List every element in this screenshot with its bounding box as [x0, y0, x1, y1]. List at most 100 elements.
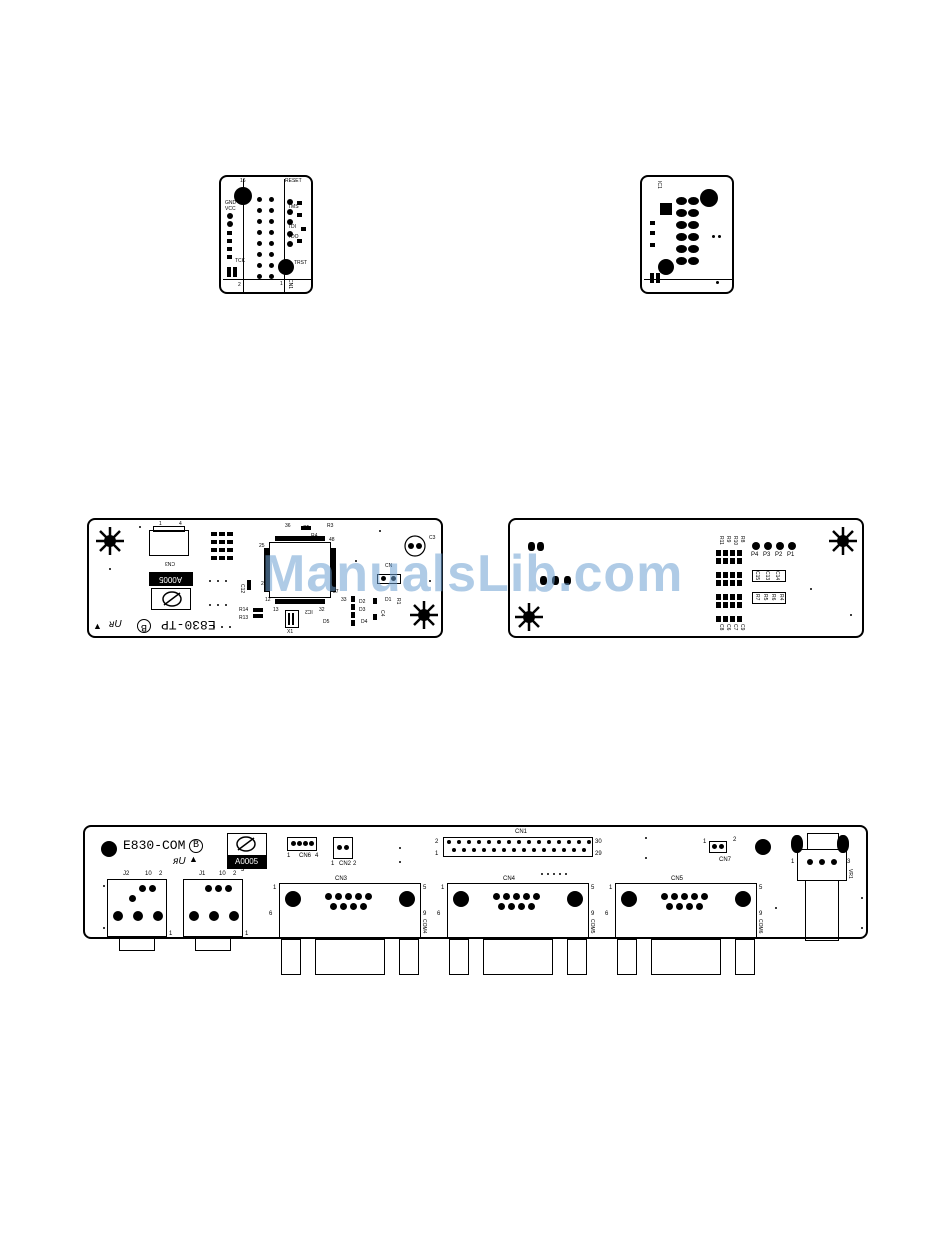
cn2-connector	[333, 837, 353, 859]
cn1-pin	[572, 848, 576, 852]
cn5-com-label: COM6	[757, 919, 763, 934]
cn1-pin	[567, 840, 571, 844]
part-r3: R3	[327, 523, 334, 529]
cn1-pin	[487, 840, 491, 844]
cn3-com-label: COM4	[421, 919, 427, 934]
c3-label: C3	[429, 535, 436, 541]
j2-pin-2: 2	[159, 871, 163, 877]
jtag-label-vcc: VCC	[225, 206, 236, 212]
part-c12: C12	[239, 584, 245, 594]
pin-32-label: 32	[319, 607, 325, 613]
cn3-pin-5: 5	[423, 885, 427, 891]
cn5-pin-9: 9	[759, 911, 763, 917]
tp-rev-text: B	[141, 621, 148, 632]
pin-36-label: 36	[285, 523, 291, 529]
code-badge-text: A0005	[159, 575, 183, 584]
cn3-pin-1: 1	[273, 885, 277, 891]
recycle-mark	[151, 588, 191, 610]
serial-port-cn3: CN3 1 5 6 9 COM4	[269, 876, 427, 983]
tp-rev: B	[137, 619, 151, 633]
part-c4: C4	[379, 610, 385, 617]
cn1-pin-2: 2	[435, 839, 439, 845]
part-r4: R4	[311, 533, 318, 539]
part-d1: D1	[385, 597, 392, 603]
cap-c15: C15	[754, 571, 760, 581]
serial-port-cn4: CN4 1 5 6 9 COM5	[437, 876, 595, 983]
cap-c8: C8	[718, 624, 724, 631]
com-board: E830-COM B ᴙU ▲ A0005 CN6 1 4 CN2 1 2 CN…	[83, 825, 868, 975]
ul-mark-icon: ᴚU	[109, 619, 122, 630]
ic1-label: IC1	[656, 181, 662, 189]
cn1-connector	[443, 837, 593, 857]
cap-c9: C9	[739, 624, 745, 631]
resistor-pad-grid	[716, 550, 746, 626]
cn6-pin-1: 1	[287, 853, 291, 859]
vr1-pin-3: 3	[847, 859, 851, 865]
cn1-pin	[552, 848, 556, 852]
ic1-chip	[660, 203, 672, 215]
res-r10: R10	[732, 536, 738, 546]
triangle-icon: ▲	[189, 854, 198, 864]
vr1-pin-1: 1	[791, 859, 795, 865]
cn1-pin	[457, 840, 461, 844]
cap-label-box	[752, 570, 786, 582]
test-point-p2	[776, 542, 784, 550]
res-r9: R9	[725, 536, 731, 543]
cn1-pin	[587, 840, 591, 844]
jtag-label-cn1: CN1	[287, 279, 293, 290]
tp-label-p4: P4	[751, 552, 759, 558]
cn6-pin-4: 4	[315, 853, 319, 859]
mounting-hole	[700, 189, 718, 207]
cn1-pin	[492, 848, 496, 852]
jtag-label-tms: TMS	[288, 204, 299, 210]
tp-label-p3: P3	[763, 552, 771, 558]
vr1-label: VR1	[847, 869, 853, 879]
cn2-label: CN2	[339, 861, 352, 867]
cn1-pin	[577, 840, 581, 844]
ic2-pins-top	[275, 536, 325, 541]
res-r5: R5	[762, 594, 768, 601]
resistor-array	[211, 532, 239, 568]
cn1-pin	[582, 848, 586, 852]
cn4-pin-6: 6	[437, 911, 441, 917]
pin-37-label: 37	[333, 589, 339, 595]
res-r6: R6	[770, 594, 776, 601]
j2-pin-1: 1	[169, 931, 173, 937]
j2-pin-10: 10	[145, 871, 152, 877]
res-r4: R4	[778, 594, 784, 601]
cn3-connector	[149, 530, 189, 556]
jtag-label-tdi: TDI	[288, 224, 297, 230]
cn-small-label: CN	[385, 563, 393, 569]
ic2-outline	[269, 542, 331, 598]
cn1-pin	[527, 840, 531, 844]
cn1-pin	[512, 848, 516, 852]
cn1-pin	[482, 848, 486, 852]
cn4-port-label: CN4	[503, 876, 516, 882]
cap-c6: C6	[725, 624, 731, 631]
cn4-pin-9: 9	[591, 911, 595, 917]
cn6-connector	[287, 837, 317, 851]
tp-label-p1: P1	[787, 552, 795, 558]
test-point-p1	[788, 542, 796, 550]
mounting-hole	[278, 259, 294, 275]
ic2-pins-right	[331, 548, 336, 592]
jtag-label-tck: TCK	[235, 258, 245, 264]
cn1-pin	[467, 840, 471, 844]
cn-small-connector	[377, 574, 401, 584]
cn1-pin	[497, 840, 501, 844]
pb-free-icon	[162, 591, 182, 607]
cn3-pin-9: 9	[423, 911, 427, 917]
pin-13-label: 13	[273, 607, 279, 613]
jtag-label-16: 16	[240, 178, 246, 184]
pin-33-label: 33	[341, 597, 347, 603]
triangle-icon: ▲	[93, 621, 102, 631]
cn1-pin	[472, 848, 476, 852]
cn1-pin-29: 29	[595, 851, 602, 857]
cn1-pin	[532, 848, 536, 852]
code-badge	[227, 855, 267, 869]
tp-board-front: CN3 1 4 A0005 IC2 48 25 24 37 36 13 12 3…	[87, 518, 443, 638]
cn5-pin-6: 6	[605, 911, 609, 917]
tp-board-back: R11 R9 R10 R8 P4 P3 P2 P1 C15 C13 C14 R7…	[508, 518, 864, 638]
j1-label: J1	[199, 871, 206, 877]
pin-25-label: 25	[259, 543, 265, 549]
